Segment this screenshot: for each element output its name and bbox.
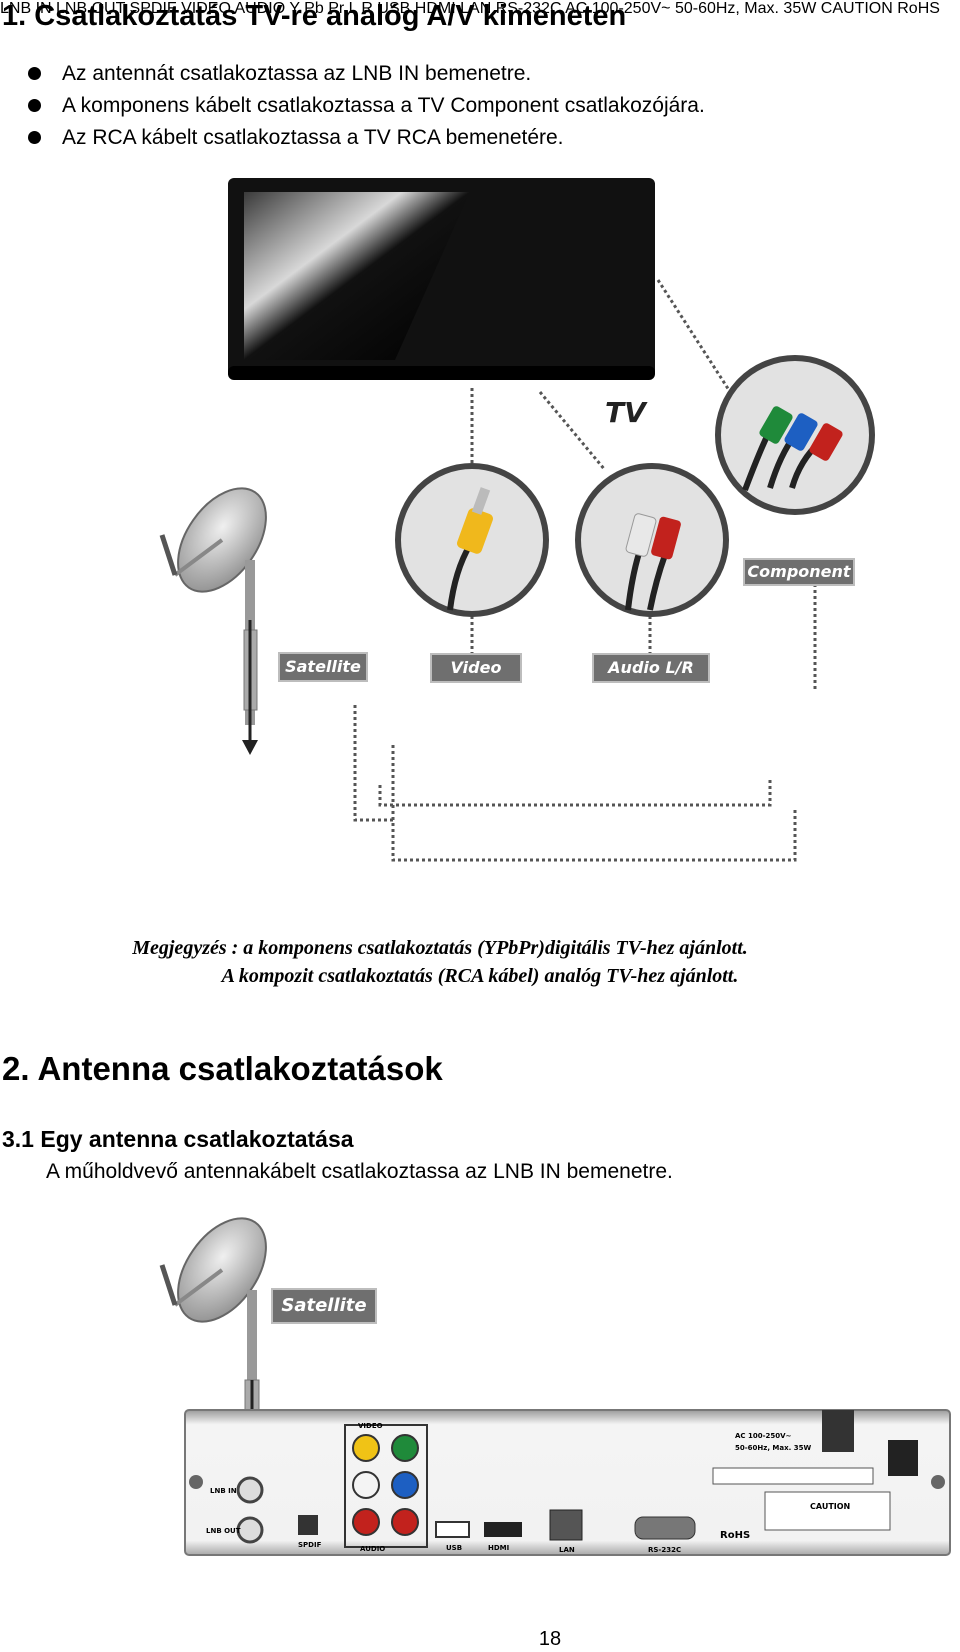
page-number: 18 [538,1628,562,1650]
l-label: L [348,0,357,17]
spdif-label: SPDIF [298,1541,322,1549]
usb-label: USB [446,1544,462,1552]
pr-label: Pr [328,0,345,17]
r-label: R [361,0,373,17]
satellite-label: Satellite [271,1288,377,1324]
receiver-back-panel: LNB IN LNB OUT SPDIF VIDEO AUDIO Y Pb Pr… [0,0,940,17]
video-panel-label: VIDEO [358,1422,383,1430]
subsection-title: 3.1 Egy antenna csatlakoztatása [2,1126,354,1152]
rohs-label: RoHS [897,0,940,17]
bullet-list: Az antennát csatlakoztassa az LNB IN bem… [24,58,705,154]
bullet-text: Az RCA kábelt csatlakoztassa a TV RCA be… [62,126,564,149]
bullet-icon [28,67,41,80]
list-item: A komponens kábelt csatlakoztassa a TV C… [24,90,705,122]
power-rating-2: 50-60Hz, Max. 35W [735,1444,811,1452]
tv-icon [228,178,655,380]
lnb-out-label: LNB OUT [56,0,126,17]
component-connector-icon [715,355,875,515]
list-item: Az RCA kábelt csatlakoztassa a TV RCA be… [24,122,705,154]
rs232-label: RS-232C [495,0,562,17]
bullet-icon [28,99,41,112]
power-rating-1: AC 100-250V~ [565,0,671,17]
section-2-title: 2. Antenna csatlakoztatások [2,1050,443,1087]
satellite-dish-icon [159,487,267,755]
receiver-back-panel: LNB IN LNB OUT SPDIF VIDEO AUDIO USB HDM… [184,1409,951,1556]
y-label: Y [289,0,300,17]
component-label: Component [743,558,855,586]
lnb-in-label: LNB IN [210,1487,237,1495]
caution-label: CAUTION [820,0,893,17]
pb-label: Pb [304,0,324,17]
usb-label: USB [377,0,411,17]
lnb-in-label: LNB IN [0,0,52,17]
list-item: Az antennát csatlakoztassa az LNB IN bem… [24,58,705,90]
note-line-2: A kompozit csatlakoztatás (RCA kábel) an… [221,965,739,987]
subsection-text: A műholdvevő antennakábelt csatlakoztass… [46,1160,673,1183]
audio-panel-label: AUDIO [360,1545,385,1553]
tv-label: TV [605,396,648,429]
bullet-text: A komponens kábelt csatlakoztassa a TV C… [62,94,705,117]
antenna-connection-diagram: LNB IN LNB OUT SPDIF VIDEO AUDIO USB HDM… [159,1217,951,1556]
spdif-label: SPDIF [129,0,177,17]
tv-connection-diagram: TV [159,178,875,862]
caution-label: CAUTION [810,1502,850,1511]
rohs-label: RoHS [720,1530,750,1541]
power-rating-1: AC 100-250V~ [735,1432,792,1440]
lnb-out-label: LNB OUT [206,1527,241,1535]
audio-label: Audio L/R [592,653,710,683]
video-panel-label: VIDEO [181,0,231,17]
section-1-title: 1. Csatlakoztatás TV-re analóg A/V kimen… [2,0,627,32]
satellite-label: Satellite [278,652,368,682]
hdmi-label: HDMI [488,1544,509,1552]
note-line-1: Megjegyzés : a komponens csatlakoztatás … [132,937,748,959]
rs232-label: RS-232C [648,1546,681,1554]
lan-label: LAN [559,1546,575,1554]
hdmi-label: HDMI [414,0,456,17]
video-connector-icon [395,463,549,617]
bullet-text: Az antennát csatlakoztassa az LNB IN bem… [62,62,532,85]
bullet-icon [28,131,41,144]
lan-label: LAN [460,0,492,17]
audio-connector-icon [575,463,729,617]
video-label: Video [430,653,522,683]
audio-panel-label: AUDIO [234,0,286,17]
power-rating-2: 50-60Hz, Max. 35W [674,0,817,17]
